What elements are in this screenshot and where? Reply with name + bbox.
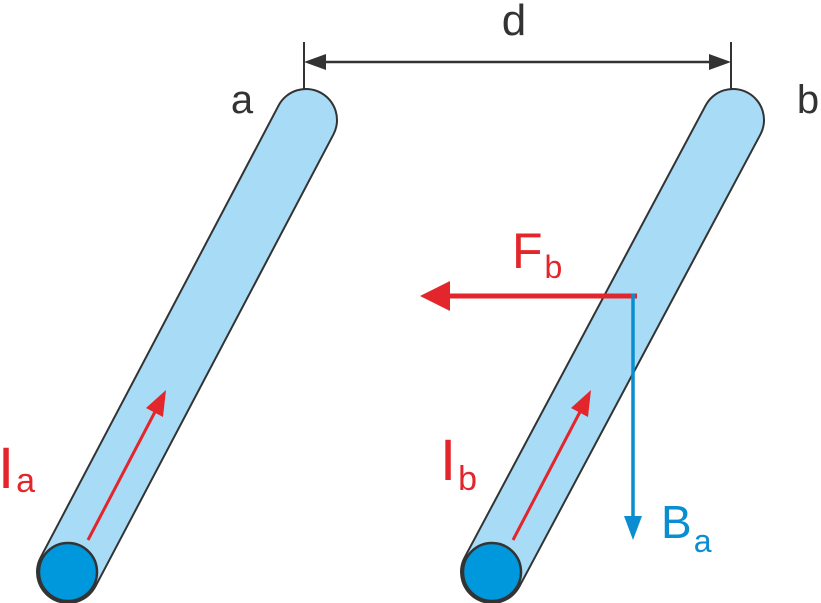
wire-a bbox=[36, 88, 338, 603]
field-label: Ba bbox=[661, 496, 712, 559]
current-b-subscript: b bbox=[458, 460, 477, 498]
current-b-symbol: I bbox=[440, 428, 456, 493]
field-symbol: B bbox=[661, 496, 692, 548]
distance-label: d bbox=[502, 0, 526, 45]
current-b-label: Ib bbox=[440, 428, 477, 498]
dimension-arrow-right bbox=[709, 54, 731, 70]
current-a-label: Ia bbox=[0, 436, 35, 501]
force-label: Fb bbox=[512, 223, 562, 285]
wire-a-label: a bbox=[231, 78, 254, 122]
wire-a-body bbox=[38, 90, 336, 602]
current-a-subscript: a bbox=[16, 462, 35, 500]
current-b-arrow bbox=[511, 390, 591, 541]
current-a-symbol: I bbox=[0, 436, 14, 501]
current-a-arrowhead bbox=[146, 390, 166, 417]
wire-b-body bbox=[462, 90, 763, 602]
distance-dimension bbox=[303, 42, 732, 96]
field-subscript: a bbox=[694, 523, 712, 559]
wire-a-end bbox=[37, 541, 99, 603]
force-subscript: b bbox=[545, 249, 563, 285]
force-symbol: F bbox=[512, 223, 543, 279]
current-b-arrowhead bbox=[571, 390, 591, 417]
wire-b-label: b bbox=[797, 78, 819, 122]
wire-b-end bbox=[461, 541, 523, 603]
wire-b bbox=[460, 88, 765, 603]
dimension-arrow-left bbox=[304, 54, 326, 70]
field-arrow bbox=[624, 294, 642, 540]
force-arrowhead bbox=[420, 281, 450, 311]
field-arrowhead bbox=[624, 516, 642, 540]
force-arrow bbox=[420, 281, 637, 311]
current-a-arrow bbox=[86, 390, 166, 541]
